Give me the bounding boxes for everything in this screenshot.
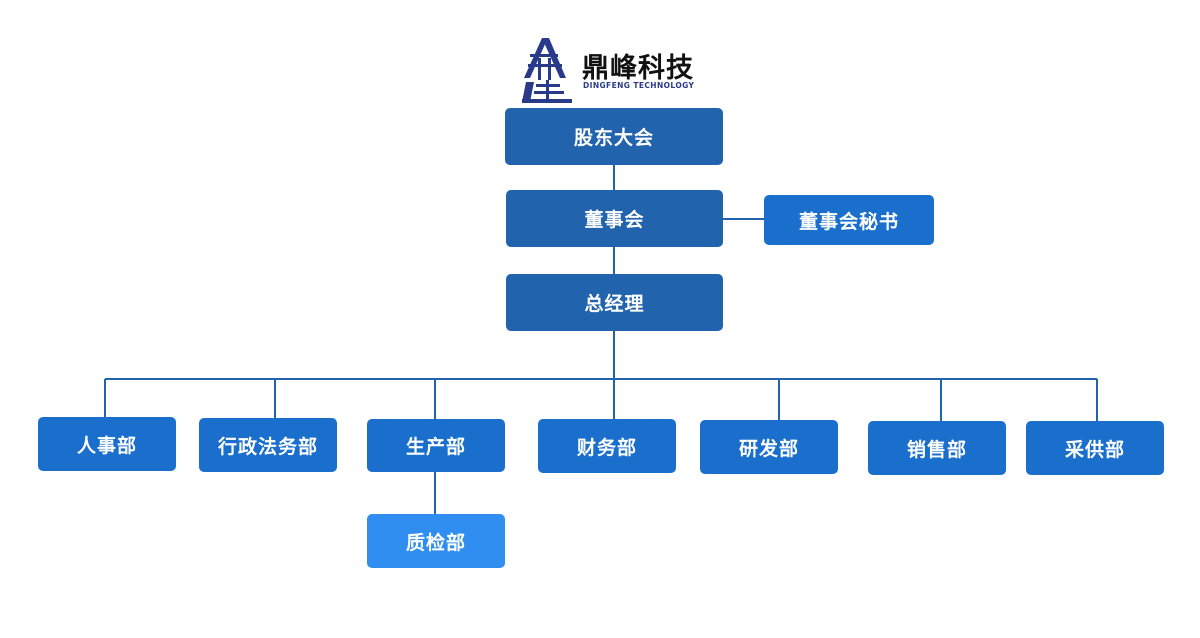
node-hr[interactable]: 人事部 bbox=[38, 417, 176, 471]
node-board-secretary[interactable]: 董事会秘书 bbox=[764, 195, 934, 245]
node-sales[interactable]: 销售部 bbox=[868, 421, 1006, 475]
node-board[interactable]: 董事会 bbox=[506, 190, 723, 247]
node-production[interactable]: 生产部 bbox=[367, 419, 505, 472]
node-finance[interactable]: 财务部 bbox=[538, 419, 676, 473]
node-procurement[interactable]: 采供部 bbox=[1026, 421, 1164, 475]
company-logo: 鼎峰科技 DINGFENG TECHNOLOGY bbox=[520, 38, 720, 104]
node-general-manager[interactable]: 总经理 bbox=[506, 274, 723, 331]
node-admin-legal[interactable]: 行政法务部 bbox=[199, 418, 337, 472]
node-quality[interactable]: 质检部 bbox=[367, 514, 505, 568]
logo-mark-icon bbox=[522, 38, 572, 103]
logo-company-subtitle: DINGFENG TECHNOLOGY bbox=[583, 81, 695, 90]
node-rnd[interactable]: 研发部 bbox=[700, 420, 838, 474]
node-shareholders[interactable]: 股东大会 bbox=[505, 108, 723, 165]
logo-company-name: 鼎峰科技 bbox=[582, 53, 694, 84]
